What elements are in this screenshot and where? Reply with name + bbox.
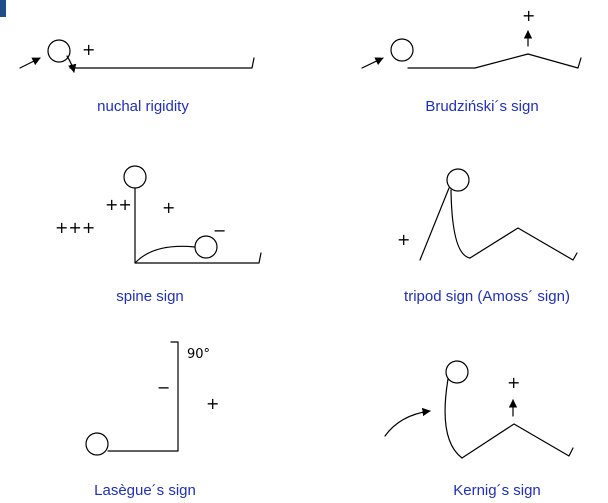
figure-kernig-sign: + bbox=[384, 360, 574, 459]
head-circle bbox=[446, 168, 470, 192]
flexion-arrow bbox=[66, 55, 77, 73]
figure-nuchal-rigidity: + bbox=[19, 39, 255, 73]
head-circle bbox=[47, 39, 71, 63]
mark-minus: − bbox=[157, 378, 170, 397]
angle-label: 90° bbox=[187, 347, 210, 362]
mark-plus: + bbox=[82, 40, 95, 59]
arrow bbox=[361, 57, 384, 69]
body-line bbox=[407, 53, 582, 69]
figure-tripod-sign: + bbox=[397, 168, 578, 261]
corner-accent bbox=[0, 0, 6, 17]
figure-lasegue-sign: 90° − + bbox=[85, 341, 219, 456]
curved-arrow bbox=[384, 407, 431, 437]
arrow bbox=[19, 57, 41, 69]
legs-line bbox=[461, 423, 574, 459]
raised-leg bbox=[107, 341, 179, 452]
knee-circle bbox=[194, 235, 218, 259]
mark-plus: + bbox=[162, 198, 175, 217]
caption-tripod-sign: tripod sign (Amoss´ sign) bbox=[404, 288, 570, 305]
head-circle bbox=[390, 38, 414, 62]
mark-plus: + bbox=[522, 6, 535, 25]
mark-plus: + bbox=[397, 230, 410, 249]
arm-line bbox=[419, 187, 450, 261]
caption-nuchal-rigidity: nuchal rigidity bbox=[97, 98, 189, 115]
mark-plus: + bbox=[206, 394, 219, 413]
figure-spine-sign: +++ ++ + − bbox=[55, 165, 262, 264]
trunk-curve bbox=[450, 189, 471, 259]
mark-minus: − bbox=[213, 221, 226, 240]
head-circle bbox=[85, 432, 109, 456]
caption-lasegue-sign: Lasègue´s sign bbox=[94, 482, 196, 499]
head-circle bbox=[445, 360, 469, 384]
legs-line bbox=[469, 227, 578, 261]
trunk-curve bbox=[444, 378, 463, 459]
trunk-and-base bbox=[134, 187, 262, 264]
caption-kernig-sign: Kernig´s sign bbox=[453, 482, 541, 499]
leg-arc bbox=[135, 245, 196, 263]
mark-triple-plus: +++ bbox=[55, 218, 95, 237]
mark-plus: + bbox=[507, 373, 520, 392]
body-line bbox=[69, 57, 255, 69]
head-circle bbox=[123, 165, 147, 189]
caption-spine-sign: spine sign bbox=[116, 288, 184, 305]
figure-brudzinski: + bbox=[361, 6, 582, 69]
caption-brudzinski: Brudziński´s sign bbox=[425, 98, 539, 115]
mark-double-plus: ++ bbox=[105, 195, 132, 214]
